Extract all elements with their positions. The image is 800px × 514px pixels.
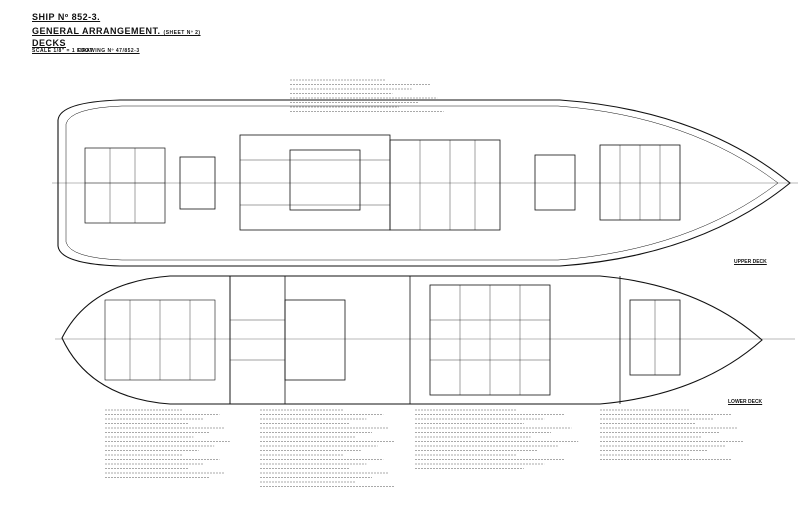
- drawing-number: DRAWING Nº 47/852-3: [78, 48, 140, 54]
- lower-deck-cabin-block: [284, 299, 346, 381]
- ship-number: SHIP Nº 852-3.: [32, 12, 101, 22]
- upper-deck-fwd-house: [389, 139, 501, 231]
- drawing-subject: DECKS: [32, 38, 67, 48]
- upper-deck-midship-house: [239, 134, 391, 231]
- sheet-number: (SHEET Nº 2): [163, 30, 201, 36]
- drawing-title-text: GENERAL ARRANGEMENT.: [32, 26, 161, 36]
- notes-text-blocks: [105, 79, 744, 487]
- upper-deck-hatch-fwd: [534, 154, 576, 211]
- upper-deck-label: UPPER DECK: [734, 259, 767, 265]
- lower-deck-hull: [61, 275, 763, 405]
- lower-deck-label: LOWER DECK: [728, 399, 763, 405]
- upper-deck-casing: [289, 149, 361, 211]
- upper-deck-aft-house: [84, 147, 166, 224]
- drawing-scale: SCALE 1/8" = 1 FOOT: [32, 48, 93, 54]
- upper-deck-hatch-aft: [179, 156, 216, 210]
- drawing-title: GENERAL ARRANGEMENT. (SHEET Nº 2): [32, 26, 201, 36]
- lower-deck-refrigerated-hold: [229, 275, 286, 405]
